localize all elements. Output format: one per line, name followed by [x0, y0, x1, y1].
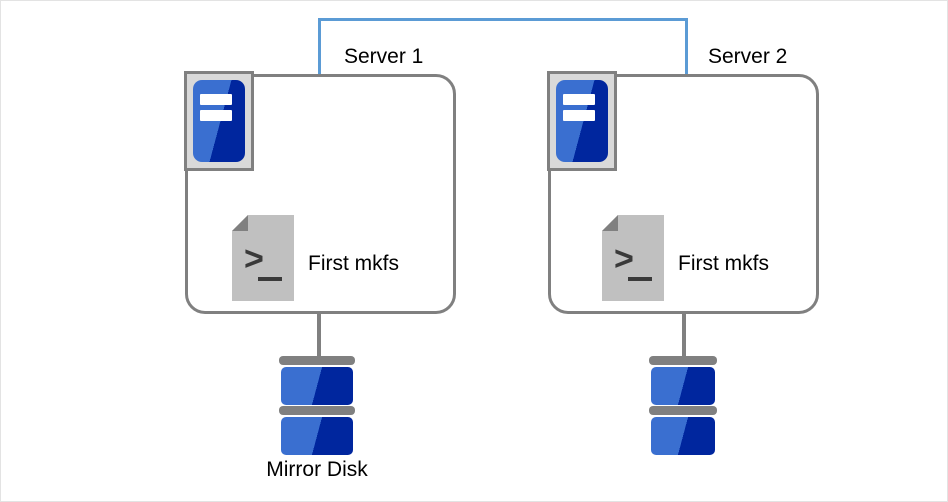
server-2-command-label: First mkfs	[678, 252, 769, 275]
server-tower-icon-slot-1	[562, 93, 595, 105]
svg-text:>: >	[244, 240, 264, 278]
interconnect-left-segment	[318, 18, 321, 75]
terminal-document-icon: >	[232, 215, 294, 301]
mirror-disk-bar-2	[279, 406, 355, 415]
server-tower-icon	[184, 71, 254, 171]
mirror-disk-icon	[279, 356, 355, 455]
mirror-disk-label: Mirror Disk	[266, 458, 368, 481]
server-1-disk-connector	[317, 312, 321, 359]
server-1-command-label: First mkfs	[308, 252, 399, 275]
interconnect-top-segment	[318, 18, 688, 21]
mirror-disk-platter-2	[651, 417, 715, 455]
interconnect-right-segment	[685, 18, 688, 75]
mirror-disk-bar-1	[649, 356, 717, 365]
server-1-label: Server 1	[344, 45, 424, 68]
server-tower-icon	[547, 71, 617, 171]
server-tower-icon-slot-2	[562, 110, 595, 121]
server-tower-icon-slot-1	[199, 93, 232, 105]
mirror-disk-bar-2	[649, 406, 717, 415]
server-tower-icon-slot-2	[199, 110, 232, 121]
terminal-document-icon: >	[602, 215, 664, 301]
mirror-disk-platter-2	[281, 417, 353, 455]
mirror-disk-bar-1	[279, 356, 355, 365]
server-2-label: Server 2	[708, 45, 788, 68]
svg-text:>: >	[614, 240, 634, 278]
server-tower-icon-body	[193, 80, 245, 162]
mirror-disk-icon	[649, 356, 717, 455]
server-2-disk-connector	[682, 312, 686, 359]
mirror-disk-platter-1	[281, 367, 353, 405]
server-tower-icon-body	[556, 80, 608, 162]
mirror-disk-platter-1	[651, 367, 715, 405]
